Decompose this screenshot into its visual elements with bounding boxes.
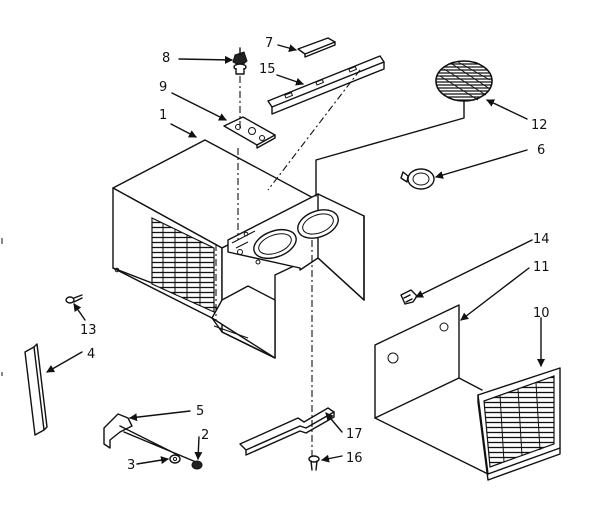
label-part-2: 2: [201, 428, 209, 443]
label-part-13: 13: [80, 323, 97, 338]
control-bracket-part-15: [267, 55, 385, 115]
label-part-15: 15: [259, 62, 276, 77]
control-shaft-part-8: [232, 47, 248, 75]
panel-clip-part-14: [400, 289, 418, 305]
label-part-1: 1: [159, 108, 167, 123]
label-part-8: 8: [162, 51, 170, 66]
label-part-7: 7: [265, 36, 273, 51]
label-part-14: 14: [533, 232, 550, 247]
cabinet-wrapper-part-1: [112, 139, 365, 359]
label-part-6: 6: [537, 143, 545, 158]
label-part-17: 17: [346, 427, 363, 442]
support-bracket-part-5: [103, 413, 197, 463]
nut-part-3: [169, 454, 181, 464]
screw-part-13: [65, 294, 83, 304]
label-part-12: 12: [531, 118, 548, 133]
label-part-11: 11: [533, 260, 550, 275]
side-strip-part-4: [24, 343, 48, 436]
alignment-lines: [215, 69, 361, 456]
control-knob-part-6: [400, 168, 435, 190]
leader-lines: [46, 44, 545, 465]
label-part-3: 3: [127, 458, 135, 473]
washer-part-2: [191, 460, 203, 470]
label-part-9: 9: [159, 80, 167, 95]
label-part-10: 10: [533, 306, 550, 321]
label-part-16: 16: [346, 451, 363, 466]
bracket-plate-part-9: [223, 116, 276, 149]
round-grille-part-12: [315, 60, 493, 197]
label-part-5: 5: [196, 404, 204, 419]
front-grille-part-10: [477, 367, 561, 481]
label-part-4: 4: [87, 347, 95, 362]
part-number-labels: 1 2 3 4 5 6 7 8 9 10 11 12 13 14 15 16 1…: [80, 36, 550, 473]
drain-strip-part-17: [239, 407, 335, 456]
small-bracket-part-7: [297, 37, 336, 58]
screw-part-16: [308, 455, 320, 471]
front-panel-part-11: [374, 304, 489, 475]
